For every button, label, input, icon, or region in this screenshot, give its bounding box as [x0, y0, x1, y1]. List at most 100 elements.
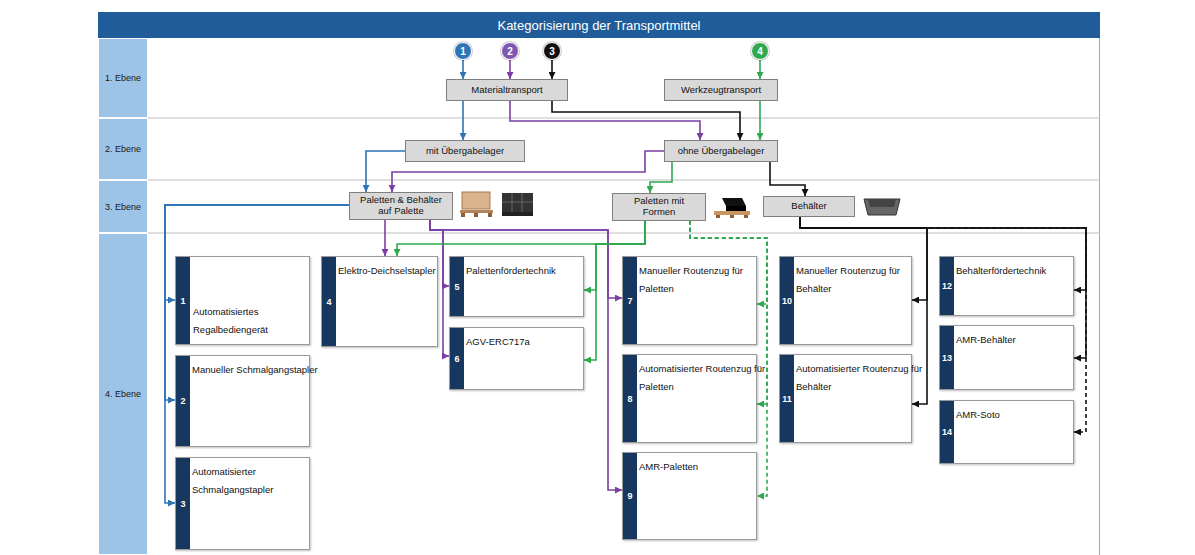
flow-arrow	[650, 162, 672, 193]
level-label: 3. Ebene	[105, 202, 141, 212]
card-title: Automatisierter Schmalgangstapler	[192, 466, 273, 495]
flow-arrow	[759, 60, 761, 79]
number-strip: 6	[450, 328, 464, 389]
flow-arrow	[551, 60, 553, 79]
level-label: 1. Ebene	[105, 73, 141, 83]
category-box: Paletten mit Formen	[612, 193, 706, 221]
flow-arrow	[509, 60, 511, 79]
bin-icon	[864, 199, 900, 215]
category-label: Paletten mit Formen	[617, 196, 701, 218]
transport-card: 13 AMR-Behälter	[939, 325, 1074, 390]
card-title: Automatisiertes Regalbediengerät	[193, 306, 268, 335]
transport-card: 10 Manueller Routenzug für Behälter	[779, 256, 912, 345]
flow-arrow	[430, 220, 622, 490]
diagram-title: Kategorisierung der Transportmittel	[497, 18, 700, 33]
flow-number: 4	[757, 46, 763, 57]
number-strip: 14	[940, 401, 954, 463]
level-band: 4. Ebene	[98, 233, 148, 555]
level-band: 3. Ebene	[98, 180, 148, 233]
flow-number-circle: 4	[751, 42, 769, 60]
card-title: Palettenfördertechnik	[466, 265, 556, 276]
number-strip: 1	[176, 257, 190, 344]
transport-card: 1Automatisiertes Regalbediengerät	[175, 256, 310, 345]
category-label: Werkzeugtransport	[681, 85, 761, 96]
card-title: AMR-Soto	[956, 409, 1000, 420]
flow-arrow	[165, 205, 349, 400]
category-box: mit Übergabelager	[405, 140, 525, 162]
card-number: 14	[942, 427, 952, 437]
flow-arrow	[462, 60, 464, 79]
flow-number-circle: 2	[501, 42, 519, 60]
card-number: 12	[942, 281, 952, 291]
mold-pallet-icon	[714, 198, 750, 218]
row-separator	[148, 118, 1100, 233]
card-title: AMR-Behälter	[956, 334, 1016, 345]
category-box: ohne Übergabelager	[664, 140, 778, 162]
card-number: 11	[782, 394, 792, 404]
card-title: Manueller Schmalgangstapler	[192, 364, 318, 375]
card-number: 9	[627, 491, 632, 501]
transport-card: 7Manueller Routenzug für Paletten	[622, 256, 757, 345]
level-label: 2. Ebene	[105, 144, 141, 154]
category-box: Werkzeugtransport	[664, 79, 778, 101]
number-strip: 11	[780, 355, 794, 442]
flow-number: 1	[460, 46, 466, 57]
flow-arrow	[759, 101, 761, 140]
pallet-icon	[460, 192, 493, 217]
card-number: 5	[454, 282, 459, 292]
flow-arrow	[397, 221, 645, 256]
level-label: 4. Ebene	[105, 389, 141, 399]
category-box: Materialtransport	[446, 79, 568, 101]
card-number: 4	[326, 297, 331, 307]
card-number: 6	[454, 354, 459, 364]
flow-arrow	[510, 101, 700, 140]
category-label: Paletten & Behälter auf Palette	[354, 195, 448, 217]
card-number: 8	[627, 394, 632, 404]
level-band: 2. Ebene	[98, 118, 148, 180]
transport-card: 14 AMR-Soto	[939, 400, 1074, 464]
card-title: Manueller Routenzug für Behälter	[796, 265, 900, 294]
transport-card: 2Manueller Schmalgangstapler	[175, 355, 310, 447]
card-title: Automatisierter Routenzug für Behälter	[796, 363, 922, 392]
category-label: ohne Übergabelager	[678, 146, 765, 157]
number-strip: 10	[780, 257, 794, 344]
table-frame	[99, 13, 1100, 555]
number-strip: 4	[322, 257, 336, 346]
card-title: Manueller Routenzug für Paletten	[639, 265, 743, 294]
card-title: AMR-Paletten	[639, 461, 698, 472]
card-title: Automatisierter Routenzug für Paletten	[639, 363, 765, 392]
flow-arrow	[384, 220, 386, 256]
flow-number-circle: 3	[543, 42, 561, 60]
level-band: 1. Ebene	[98, 38, 148, 118]
transport-card: 4 Elektro-Deichselstapler	[321, 256, 438, 347]
title-bar: Kategorisierung der Transportmittel	[98, 12, 1100, 38]
card-title: AGV-ERC717a	[466, 336, 530, 347]
card-title: Behälterfördertechnik	[956, 265, 1046, 276]
flow-number: 3	[549, 46, 555, 57]
category-label: Materialtransport	[471, 85, 542, 96]
flow-number: 2	[507, 46, 513, 57]
flow-number-circle: 1	[454, 42, 472, 60]
number-strip: 13	[940, 326, 954, 389]
number-strip: 3	[176, 458, 190, 549]
category-box: Paletten & Behälter auf Palette	[349, 192, 453, 220]
transport-card: 12 Behälterfördertechnik	[939, 256, 1074, 316]
number-strip: 8	[623, 355, 637, 442]
transport-card: 5 Palettenfördertechnik	[449, 256, 584, 317]
card-number: 13	[942, 353, 952, 363]
transport-card: 8Automatisierter Routenzug für Paletten	[622, 354, 757, 443]
category-label: mit Übergabelager	[426, 146, 504, 157]
number-strip: 5	[450, 257, 464, 316]
number-strip: 7	[623, 257, 637, 344]
card-number: 2	[180, 396, 185, 406]
transport-card: 3Automatisierter Schmalgangstapler	[175, 457, 310, 550]
transport-card: 9 AMR-Paletten	[622, 452, 757, 540]
number-strip: 2	[176, 356, 190, 446]
flow-arrow	[584, 221, 645, 360]
card-number: 1	[180, 296, 185, 306]
category-label: Behälter	[791, 201, 826, 212]
crate-icon	[502, 193, 533, 216]
card-title: Elektro-Deichselstapler	[338, 265, 436, 276]
card-number: 10	[782, 296, 792, 306]
category-box: Behälter	[763, 196, 855, 217]
